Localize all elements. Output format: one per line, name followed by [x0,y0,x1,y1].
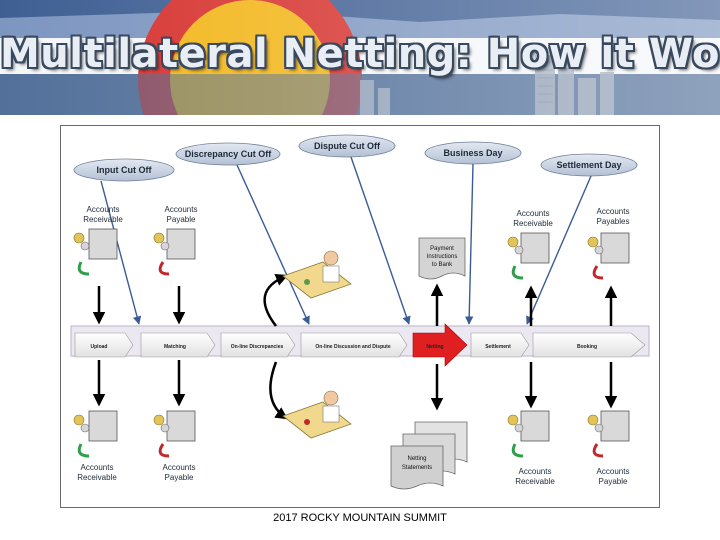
netting-statements-document: Netting Statements [390,421,468,490]
stage-label: Matching [164,344,186,350]
bottom-account-2: Accounts Payable [153,410,196,482]
account-line1: Accounts [87,205,120,214]
stage-label: On-line Discrepancies [231,344,284,350]
stage-settlement: Settlement [470,332,530,358]
coins-icon [507,414,519,426]
stage-upload: Upload [74,332,134,358]
account-line2: Payables [597,217,630,226]
document-line1: Payment [430,246,454,252]
bubble-discrepancy-cutoff: Discrepancy Cut Off [175,142,281,166]
stage-online-discussion-dispute: On-line Discussion and Dispute [300,332,408,358]
coins-icon [587,414,599,426]
flow-arrows [92,283,618,411]
discussion-cycle [263,250,352,439]
pay-arrow-icon [592,443,604,458]
coins-icon [587,236,599,248]
bubble-label: Discrepancy Cut Off [185,149,273,159]
bubble-dispute-cutoff: Dispute Cut Off [298,134,396,158]
person-at-desk-icon [282,250,352,299]
bubble-input-cutoff: Input Cut Off [73,158,175,182]
bottom-account-4: Accounts Payable [587,410,630,486]
pay-arrow-icon [592,265,604,280]
account-line1: Accounts [597,467,630,476]
pay-arrow-icon [158,261,170,276]
account-line1: Accounts [517,209,550,218]
account-line1: Accounts [519,467,552,476]
account-line1: Accounts [81,463,114,472]
stage-online-discrepancies: On-line Discrepancies [220,332,296,358]
stage-label: Netting [426,344,443,350]
document-line1: Netting [407,456,426,462]
stage-label: Settlement [485,344,511,350]
bubble-label: Settlement Day [556,160,621,170]
coins-icon [507,236,519,248]
vault-icon [166,228,196,260]
receive-arrow-icon [77,261,90,276]
vault-icon [520,232,550,264]
coins-icon [153,232,165,244]
account-line2: Receivable [513,219,553,228]
top-account-2: Accounts Payable [153,205,198,276]
netting-process-diagram: Upload Matching On-line Discrepancies On… [60,125,660,508]
stage-label: Upload [91,344,108,350]
top-account-3: Accounts Receivable [507,209,553,280]
slide-footer: 2017 ROCKY MOUNTAIN SUMMIT [273,512,447,524]
cutoff-pointer-arrows [100,156,592,325]
person-at-desk-icon [282,390,352,439]
stage-matching: Matching [140,332,216,358]
account-line1: Accounts [165,205,198,214]
account-line1: Accounts [597,207,630,216]
document-line2: Instructions [427,254,458,260]
account-line1: Accounts [163,463,196,472]
document-line2: Statements [402,465,432,471]
account-line2: Receivable [83,215,123,224]
bubble-settlement-day: Settlement Day [540,153,638,177]
header-banner: Multilateral Netting: How it Works [0,0,720,115]
slide-title: Multilateral Netting: How it Works [0,31,720,77]
account-line2: Payable [599,477,628,486]
payment-instructions-document: Payment Instructions to Bank [418,237,466,280]
coins-icon [73,232,85,244]
vault-icon [88,410,118,442]
stage-label: Booking [577,344,597,350]
vault-icon [600,410,630,442]
account-line2: Payable [165,473,194,482]
receive-arrow-icon [511,443,524,458]
stage-netting: Netting [412,323,468,367]
account-line2: Payable [167,215,196,224]
document-line3: to Bank [432,262,453,268]
receive-arrow-icon [77,443,90,458]
bubble-label: Dispute Cut Off [314,141,381,151]
bubble-label: Business Day [443,148,502,158]
pay-arrow-icon [158,443,170,458]
vault-icon [166,410,196,442]
account-line2: Receivable [77,473,117,482]
bubble-business-day: Business Day [424,141,522,165]
stage-booking: Booking [532,332,646,358]
coins-icon [153,414,165,426]
vault-icon [88,228,118,260]
coins-icon [73,414,85,426]
top-account-1: Accounts Receivable [73,205,123,276]
colorado-flag-background [0,0,720,115]
vault-icon [600,232,630,264]
bubble-label: Input Cut Off [97,165,153,175]
vault-icon [520,410,550,442]
top-account-4: Accounts Payables [587,207,630,280]
account-line2: Receivable [515,477,555,486]
receive-arrow-icon [511,265,524,280]
bottom-account-1: Accounts Receivable [73,410,118,482]
stage-label: On-line Discussion and Dispute [315,344,391,350]
bottom-account-3: Accounts Receivable [507,410,555,486]
